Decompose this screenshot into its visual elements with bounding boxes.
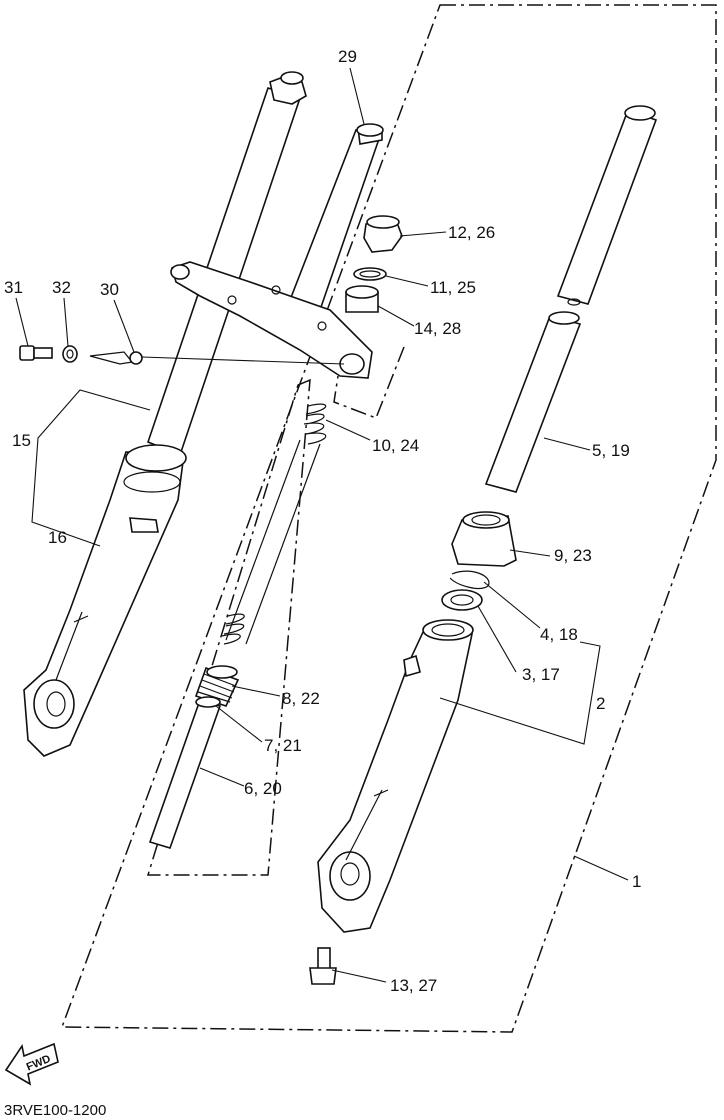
- callout-5-19: 5, 19: [592, 441, 630, 460]
- callout-3-17: 3, 17: [522, 665, 560, 684]
- stem-top: [356, 123, 384, 137]
- left-slider-rib: [55, 611, 89, 681]
- damper-rod-6: [148, 699, 222, 849]
- callout-10-24: 10, 24: [372, 436, 419, 455]
- top-bracket-group-boundary: [333, 346, 405, 419]
- dust-seal-9: [451, 511, 517, 567]
- clip-to-bracket-line: [141, 356, 345, 365]
- left-fork-assembly: [23, 71, 307, 757]
- cap-bolt-12: [363, 215, 403, 253]
- spring-10: [221, 403, 327, 645]
- inner-tube-5-upper: [556, 105, 658, 306]
- callout-7-21: 7, 21: [264, 736, 302, 755]
- retaining-clip-4: [449, 570, 490, 590]
- callout-32: 32: [52, 278, 71, 297]
- callout-8-22: 8, 22: [282, 689, 320, 708]
- figure-code: 3RVE100-1200: [4, 1102, 106, 1119]
- callout-1: 1: [632, 872, 641, 891]
- fork-inner-group-boundary: [146, 378, 311, 876]
- under-bracket: [171, 261, 373, 379]
- callout-29: 29: [338, 47, 357, 66]
- steering-stem: [288, 129, 382, 312]
- washer-32: [62, 345, 78, 363]
- callout-9-23: 9, 23: [554, 546, 592, 565]
- leader-lines: [15, 67, 629, 983]
- left-axle-hole: [46, 691, 66, 717]
- callout-4-18: 4, 18: [540, 625, 578, 644]
- bracket-hole-2: [271, 285, 281, 295]
- drain-bolt-13: [309, 947, 337, 985]
- bolt-31: [19, 345, 53, 361]
- left-cap-top: [280, 71, 304, 85]
- callout-2: 2: [596, 694, 605, 713]
- bracket-clamp-left: [170, 264, 190, 280]
- callout-11-25: 11, 25: [430, 278, 476, 297]
- left-slider-collar: [125, 444, 187, 472]
- bracket-hole-3: [317, 321, 327, 331]
- clip-30: [89, 351, 143, 365]
- steering-stem-assembly: [170, 123, 384, 379]
- callout-31: 31: [4, 278, 23, 297]
- inner-tube-5-lower: [484, 311, 582, 493]
- outer-tube-2: [317, 619, 474, 933]
- piston-ring-7: [195, 696, 221, 708]
- callout-16: 16: [48, 528, 67, 547]
- callout-30: 30: [100, 280, 119, 299]
- callout-15: 15: [12, 431, 31, 450]
- oil-seal-3: [441, 589, 483, 611]
- callout-14-28: 14, 28: [414, 319, 461, 338]
- spacer-14: [345, 285, 379, 313]
- forward-arrow-icon: FWD: [4, 1042, 59, 1086]
- callout-12-26: 12, 26: [448, 223, 495, 242]
- bracket-hole-1: [227, 295, 237, 305]
- left-slider-bracket: [129, 517, 159, 533]
- left-slider-ring: [123, 471, 181, 493]
- o-ring-11: [353, 267, 387, 281]
- callout-6-20: 6, 20: [244, 779, 282, 798]
- callout-13-27: 13, 27: [390, 976, 437, 995]
- left-axle-boss: [33, 679, 75, 729]
